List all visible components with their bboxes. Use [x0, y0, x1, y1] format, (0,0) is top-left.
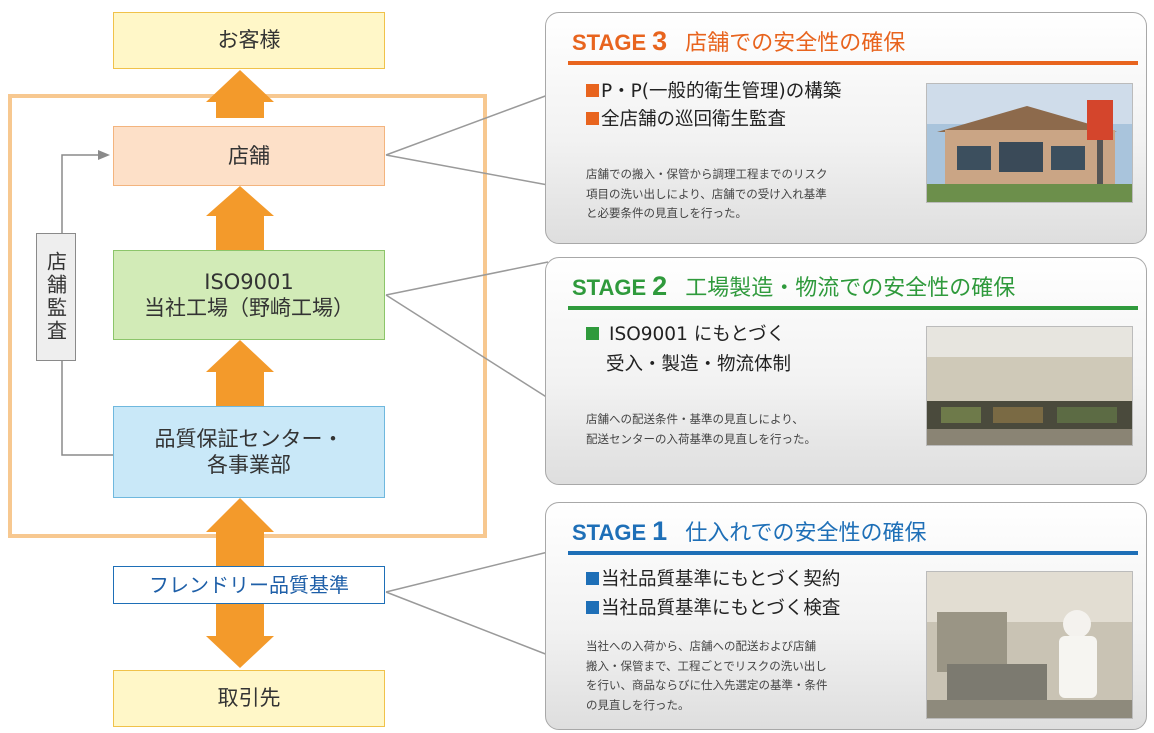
stage2-bullet-continued: 受入・製造・物流体制	[606, 352, 791, 379]
stage-callouts	[385, 94, 549, 656]
stage2-description: 店舗への配送条件・基準の見直しにより、 配送センターの入荷基準の見直しを行った。	[586, 410, 911, 449]
quality-standard-label: フレンドリー品質基準	[149, 572, 349, 597]
stage3-bullet: 全店舗の巡回衛生監査	[586, 107, 786, 134]
stage2-number: 2	[652, 271, 668, 301]
stage1-title: 仕入れでの安全性の確保	[685, 521, 927, 546]
stage3-panel: STAGE 3 店舗での安全性の確保 P・P(一般的衛生管理)の構築 全店舗の巡…	[545, 12, 1147, 244]
callout-stage1	[385, 551, 549, 656]
stage3-heading: STAGE 3 店舗での安全性の確保	[572, 25, 905, 57]
stage2-bullet-text: ISO9001 にもとづく	[609, 324, 786, 345]
stage2-heading: STAGE 2 工場製造・物流での安全性の確保	[572, 270, 1015, 302]
stage1-panel: STAGE 1 仕入れでの安全性の確保 当社品質基準にもとづく契約 当社品質基準…	[545, 502, 1147, 730]
stage1-desc-line: の見直しを行った。	[586, 697, 690, 712]
stage1-desc-line: 搬入・保管まで、工程ごとでリスクの洗い出し	[586, 658, 827, 673]
stage1-number: 1	[652, 516, 668, 546]
stage1-desc-line: 当社への入荷から、店舗への配送および店舗	[586, 639, 816, 653]
arrow-qa-to-factory	[206, 340, 274, 406]
store-audit-label: 店舗監査	[43, 251, 68, 343]
stage1-heading: STAGE 1 仕入れでの安全性の確保	[572, 515, 927, 547]
stage2-panel: STAGE 2 工場製造・物流での安全性の確保 ISO9001 にもとづく 受入…	[545, 257, 1147, 485]
stage2-desc-line: 配送センターの入荷基準の見直しを行った。	[586, 431, 816, 446]
customer-label: お客様	[217, 28, 281, 53]
stage3-description: 店舗での搬入・保管から調理工程までのリスク 項目の洗い出しにより、店舗での受け入…	[586, 165, 911, 224]
factory-line2: 当社工場（野崎工場）	[144, 296, 354, 320]
stage3-desc-line: と必要条件の見直しを行った。	[586, 206, 747, 221]
square-bullet-icon	[586, 572, 599, 585]
stage3-rule	[568, 61, 1138, 65]
square-bullet-icon	[586, 327, 599, 340]
qa-center-box: 品質保証センター・ 各事業部	[113, 406, 385, 498]
stage3-title: 店舗での安全性の確保	[685, 31, 906, 56]
stage1-bullet: 当社品質基準にもとづく検査	[586, 596, 840, 623]
stage1-bullet-text: 当社品質基準にもとづく検査	[601, 598, 841, 619]
flow-arrows	[206, 70, 274, 668]
audit-arrowhead	[98, 150, 110, 160]
stage1-word: STAGE	[572, 520, 647, 545]
stage1-rule	[568, 551, 1138, 555]
store-audit-box: 店舗監査	[36, 233, 76, 361]
factory-line1: ISO9001	[204, 269, 294, 294]
stage3-desc-line: 項目の洗い出しにより、店舗での受け入れ基準	[586, 186, 827, 201]
qa-line2: 各事業部	[207, 453, 291, 477]
arrow-store-to-customer	[206, 70, 274, 118]
stage2-bullet: ISO9001 にもとづく	[586, 322, 785, 349]
stage1-description: 当社への入荷から、店舗への配送および店舗 搬入・保管まで、工程ごとでリスクの洗い…	[586, 637, 911, 715]
stage2-bullet-text: 受入・製造・物流体制	[606, 354, 792, 375]
stage3-desc-line: 店舗での搬入・保管から調理工程までのリスク	[586, 167, 828, 181]
stage1-bullet-text: 当社品質基準にもとづく契約	[601, 569, 841, 590]
supplier-label: 取引先	[217, 686, 281, 711]
store-label: 店舗	[228, 143, 270, 168]
arrow-standard-to-qa	[206, 498, 274, 566]
stage2-title: 工場製造・物流での安全性の確保	[685, 276, 1016, 301]
stage1-desc-line: を行い、商品ならびに仕入先選定の基準・条件	[586, 678, 828, 693]
arrow-factory-to-store	[206, 186, 274, 250]
stage3-number: 3	[652, 26, 668, 56]
callout-stage3	[385, 94, 549, 186]
stage1-bullet: 当社品質基準にもとづく契約	[586, 567, 840, 594]
quality-standard-box: フレンドリー品質基準	[113, 566, 385, 604]
arrow-standard-to-supplier	[206, 604, 274, 668]
supplier-box: 取引先	[113, 670, 385, 727]
callout-stage2	[385, 261, 549, 399]
square-bullet-icon	[586, 112, 599, 125]
stage2-desc-line: 店舗への配送条件・基準の見直しにより、	[586, 412, 804, 426]
restaurant-exterior-photo	[926, 83, 1133, 203]
factory-building-photo	[926, 326, 1133, 446]
inspection-worker-photo	[926, 571, 1133, 719]
stage3-bullet-text: 全店舗の巡回衛生監査	[601, 109, 787, 130]
stage2-rule	[568, 306, 1138, 310]
qa-line1: 品質保証センター・	[154, 426, 344, 451]
stage3-bullet-text: P・P(一般的衛生管理)の構築	[601, 81, 842, 102]
factory-box: ISO9001 当社工場（野崎工場）	[113, 250, 385, 340]
store-box: 店舗	[113, 126, 385, 186]
square-bullet-icon	[586, 601, 599, 614]
stage2-word: STAGE	[572, 275, 647, 300]
customer-box: お客様	[113, 12, 385, 69]
stage3-bullet: P・P(一般的衛生管理)の構築	[586, 79, 841, 106]
square-bullet-icon	[586, 84, 599, 97]
stage3-word: STAGE	[572, 30, 647, 55]
